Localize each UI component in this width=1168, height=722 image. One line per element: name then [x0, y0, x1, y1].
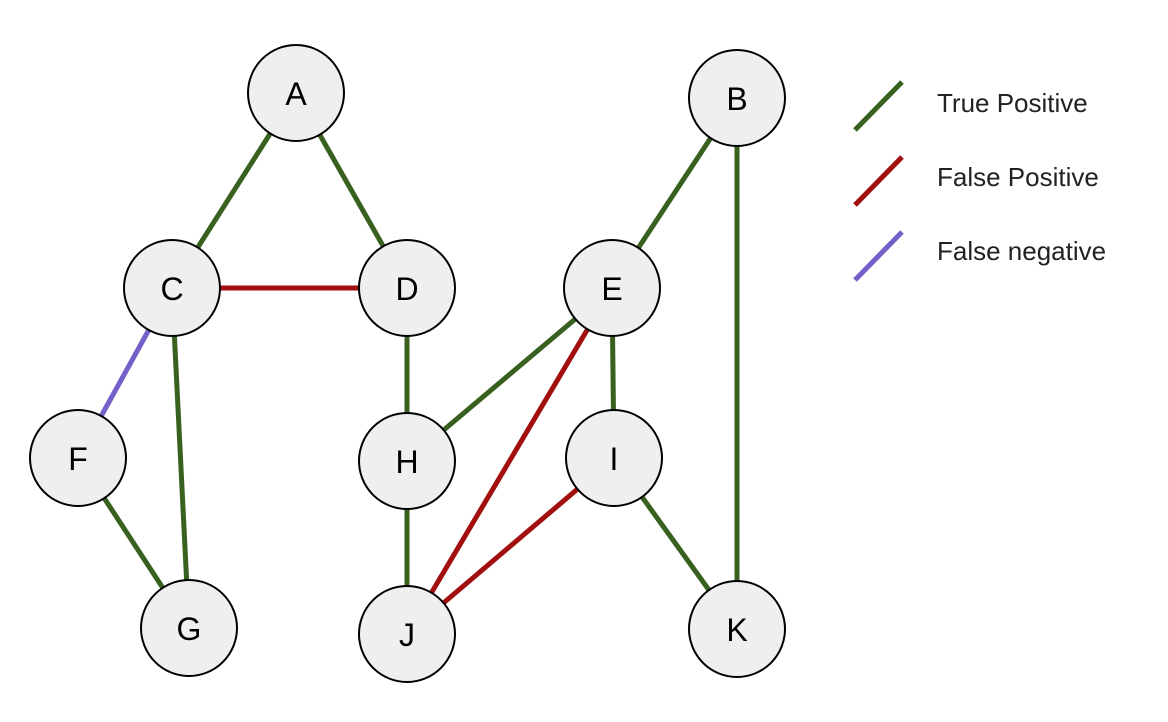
node-circle	[563, 239, 661, 337]
node-circle	[565, 409, 663, 507]
legend-swatch	[853, 80, 904, 132]
node-e: E	[563, 239, 661, 337]
legend-label: True Positive	[937, 88, 1088, 118]
node-c: C	[123, 239, 221, 337]
node-circle	[358, 585, 456, 683]
node-circle	[358, 239, 456, 337]
legend-swatch	[853, 155, 904, 207]
nodes-layer: A B C D E F G H I J K	[29, 44, 786, 683]
node-circle	[688, 49, 786, 147]
node-label: J	[399, 617, 415, 653]
node-label: H	[395, 444, 418, 480]
node-label: C	[160, 271, 183, 307]
node-label: I	[610, 441, 619, 477]
edges-layer	[75, 91, 740, 636]
node-j: J	[358, 585, 456, 683]
node-label: G	[177, 611, 202, 647]
node-g: G	[140, 579, 238, 677]
node-circle	[247, 44, 345, 142]
edge-e-j	[404, 286, 615, 636]
node-i: I	[565, 409, 663, 507]
node-h: H	[358, 412, 456, 510]
legend-item-false-positive: False Positive	[853, 155, 1099, 207]
legend-label: False negative	[937, 236, 1106, 266]
node-d: D	[358, 239, 456, 337]
node-b: B	[688, 49, 786, 147]
node-f: F	[29, 409, 127, 507]
node-label: B	[726, 81, 747, 117]
node-label: A	[285, 76, 307, 112]
node-k: K	[688, 580, 786, 678]
node-circle	[140, 579, 238, 677]
node-label: K	[726, 612, 747, 648]
node-label: F	[68, 441, 88, 477]
edge-c-g	[169, 287, 192, 629]
node-circle	[358, 412, 456, 510]
legend-label: False Positive	[937, 162, 1099, 192]
node-label: E	[601, 271, 622, 307]
node-circle	[29, 409, 127, 507]
node-circle	[688, 580, 786, 678]
legend-item-false-negative: False negative	[853, 230, 1106, 282]
node-circle	[123, 239, 221, 337]
legend-swatch	[853, 230, 904, 282]
legend-item-true-positive: True Positive	[853, 80, 1088, 132]
node-label: D	[395, 271, 418, 307]
node-a: A	[247, 44, 345, 142]
